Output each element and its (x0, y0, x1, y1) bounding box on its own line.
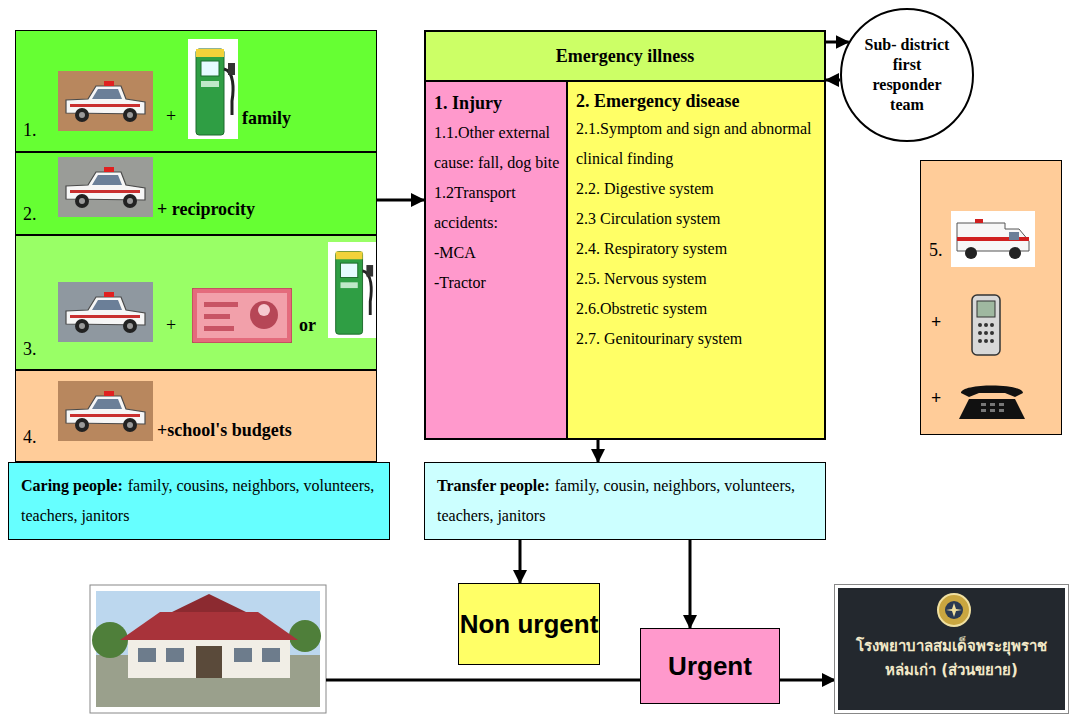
list-item: 2.4. Respiratory system (576, 234, 818, 264)
flow-arrow (377, 199, 424, 202)
hospital-emblem (936, 592, 972, 628)
option-text: +school's budgets (157, 419, 292, 441)
triage-label: Non urgent (460, 608, 599, 640)
list-item: -Tractor (434, 268, 560, 298)
flow-arrow (780, 679, 835, 682)
flow-arrow (519, 540, 522, 583)
option-text: family (242, 107, 291, 129)
callout-number: 2. (23, 203, 37, 225)
box-heading: Transfer people: (437, 477, 550, 494)
triage-label: Urgent (668, 650, 752, 682)
triage-box: Non urgent (458, 583, 600, 665)
list-item: -MCA (434, 238, 560, 268)
truck-icon (58, 381, 153, 441)
option-box: 4. +school's budgets (15, 370, 377, 462)
responder-circle: Sub- district first responder team (840, 8, 974, 142)
option-text: or (299, 314, 316, 336)
callout-number: 5. (929, 239, 943, 261)
list-item: 1.1.Other external cause: fall, dog bite (434, 118, 560, 178)
fuel-pump-icon (188, 39, 238, 139)
plus-sign: + (166, 105, 176, 127)
ambulance-icon (951, 211, 1035, 267)
box-heading: 1. Injury (434, 88, 560, 118)
option-box: 3. + or (15, 235, 377, 370)
sign-text: โรงพยาบาลสมเด็จพระยุพราช หล่มเก่า (ส่วนข… (844, 634, 1059, 682)
flow-arrow (597, 440, 600, 462)
option-box: 2. + reciprocity (15, 152, 377, 235)
plus-sign: + (931, 387, 941, 409)
telephone-icon (955, 379, 1029, 423)
option-box: 1. + family (15, 30, 377, 152)
list-item: 2.5. Nervous system (576, 264, 818, 294)
box-heading: 2. Emergency disease (576, 88, 818, 114)
triage-box: Urgent (640, 628, 780, 704)
category-column: 2. Emergency disease2.1.Symptom and sign… (568, 80, 824, 438)
truck-icon (58, 282, 153, 342)
mobile-phone-icon (969, 293, 1003, 357)
list-item: 2.1.Symptom and sign and abnormal clinic… (576, 114, 818, 174)
box-heading: Emergency illness (426, 32, 824, 80)
communication-box: 5. + + (920, 160, 1062, 435)
list-item: 2.3 Circulation system (576, 204, 818, 234)
truck-icon (58, 157, 153, 217)
plus-sign: + (931, 311, 941, 333)
hospital-photo: โรงพยาบาลสมเด็จพระยุพราช หล่มเก่า (ส่วนข… (835, 585, 1068, 713)
plus-sign: + (166, 314, 176, 336)
link-line (326, 679, 640, 682)
category-column: 1. Injury1.1.Other external cause: fall,… (426, 80, 568, 438)
option-text: + reciprocity (157, 198, 255, 220)
callout-number: 1. (23, 119, 37, 141)
people-box: Caring people:family, cousins, neighbors… (8, 462, 390, 540)
flow-arrow (826, 41, 849, 44)
callout-number: 3. (23, 338, 37, 360)
flow-arrow (826, 79, 840, 82)
box-heading: Caring people: (21, 477, 123, 494)
category-box: Emergency illness1. Injury1.1.Other exte… (424, 30, 826, 440)
circle-text: Sub- district first responder team (860, 35, 954, 115)
list-item: 2.2. Digestive system (576, 174, 818, 204)
flow-arrow (689, 540, 692, 628)
list-item: 2.7. Genitourinary system (576, 324, 818, 354)
health-center-photo (90, 585, 326, 713)
callout-number: 4. (23, 426, 37, 448)
banknote-icon (192, 288, 292, 343)
truck-icon (58, 71, 153, 131)
people-box: Transfer people:family, cousin, neighbor… (424, 462, 826, 540)
list-item: 1.2Transport accidents: (434, 178, 560, 238)
fuel-pump-icon (328, 240, 376, 340)
list-item: 2.6.Obstretic system (576, 294, 818, 324)
